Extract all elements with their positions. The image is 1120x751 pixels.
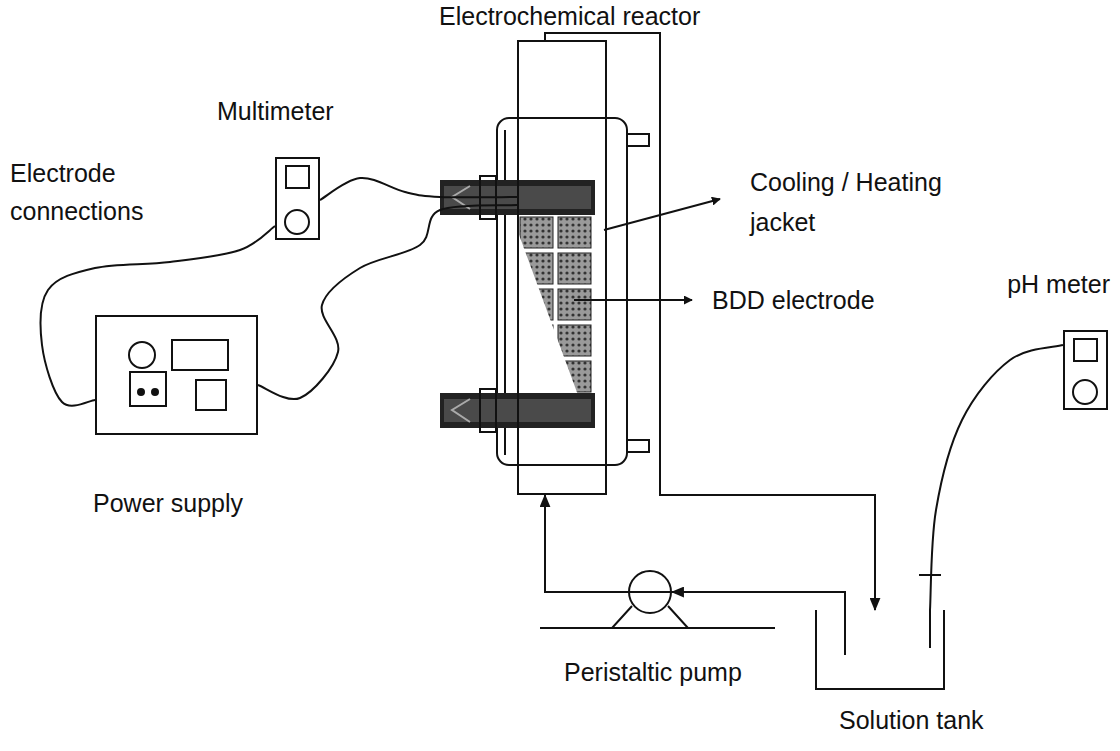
- ph-meter-box: pH meter: [1063, 330, 1108, 410]
- mesh-square: [520, 325, 553, 356]
- reactor-column: Electrochemical reactor: [517, 40, 607, 495]
- ph-meter-face: [1073, 339, 1097, 404]
- device-label: Solution tank: [839, 706, 984, 734]
- pump-rotor: Peristaltic pump: [628, 570, 672, 614]
- flow-pipe: [545, 495, 628, 592]
- mesh-square: [520, 253, 553, 284]
- inlet-pipe: [844, 610, 846, 655]
- mesh-square: [558, 325, 591, 356]
- device-label: Peristaltic pump: [564, 658, 742, 686]
- mesh-square: [520, 217, 553, 248]
- callout-label: Cooling / Heating jacket: [750, 162, 990, 242]
- power-supply-box: Power supply: [95, 315, 258, 435]
- multimeter-face: [285, 166, 309, 234]
- device-label: Multimeter: [217, 97, 334, 125]
- mesh-square: [558, 361, 591, 392]
- device-label: Power supply: [93, 489, 243, 517]
- device-label: Electrochemical reactor: [439, 2, 700, 30]
- leader-line: [604, 199, 720, 230]
- callout-label: BDD electrode: [712, 285, 932, 315]
- multimeter-box: Multimeter: [275, 157, 320, 240]
- flow-pipe: [545, 33, 875, 610]
- wire: [930, 345, 1063, 610]
- bdd-mesh: [520, 217, 591, 392]
- mesh-square: [558, 217, 591, 248]
- mesh-square: [520, 361, 553, 392]
- mesh-square: [520, 289, 553, 320]
- wire: [258, 205, 517, 399]
- mesh-square: [558, 289, 591, 320]
- callout-label: Electrode connections: [10, 154, 180, 230]
- ph-probe: [929, 610, 931, 648]
- flow-pipe: [672, 592, 845, 610]
- power-supply-controls: [129, 340, 228, 410]
- wire: [320, 178, 517, 200]
- mesh-square: [558, 253, 591, 284]
- leader-line: [574, 299, 692, 301]
- ph-probe-tick: [919, 574, 941, 576]
- pump-stand: [612, 606, 688, 628]
- solution-tank: Solution tank: [815, 610, 945, 690]
- jacket-port: [627, 134, 649, 146]
- device-label: pH meter: [1007, 270, 1110, 298]
- pump-tube: [628, 591, 672, 593]
- ground-line: [540, 627, 775, 629]
- jacket-port: [627, 440, 649, 452]
